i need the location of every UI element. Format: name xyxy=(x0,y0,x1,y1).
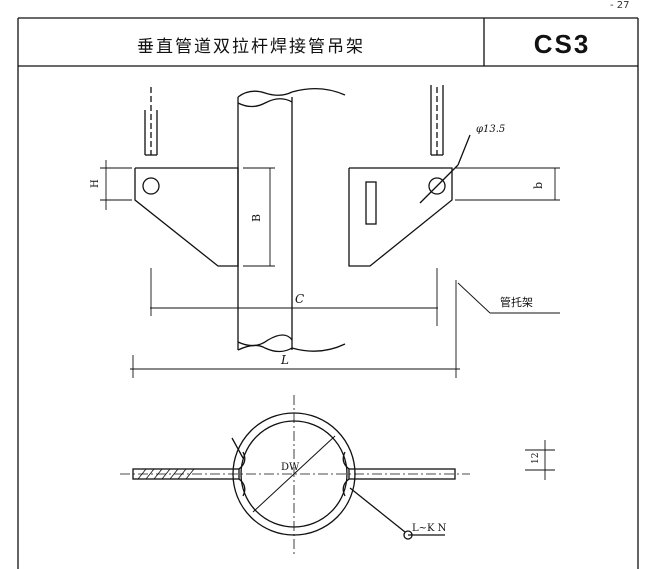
hole-label: φ13.5 xyxy=(476,124,505,135)
center-lines xyxy=(120,395,470,555)
rod-ends xyxy=(144,85,444,156)
dimensions xyxy=(100,160,560,480)
dim-label-small: 12 xyxy=(531,453,541,464)
right-lug xyxy=(348,134,471,267)
weld-label: L~K N xyxy=(412,523,447,534)
corner-note: - 27 xyxy=(610,0,630,11)
side-note: 管托架 xyxy=(500,295,533,309)
rods-top xyxy=(150,87,438,155)
drawing-code: CS3 xyxy=(533,28,591,59)
pipe-dw-label: DW xyxy=(281,462,300,473)
dim-label-L1: C xyxy=(295,292,304,306)
plan-hatch xyxy=(137,468,195,480)
dim-label-b-right: b xyxy=(532,182,545,189)
drawing-title: 垂直管道双拉杆焊接管吊架 xyxy=(137,36,365,57)
left-lug xyxy=(134,167,239,267)
dim-label-h1: H xyxy=(90,179,101,188)
dim-label-b: B xyxy=(250,214,263,222)
dim-label-L2: L xyxy=(280,353,289,367)
